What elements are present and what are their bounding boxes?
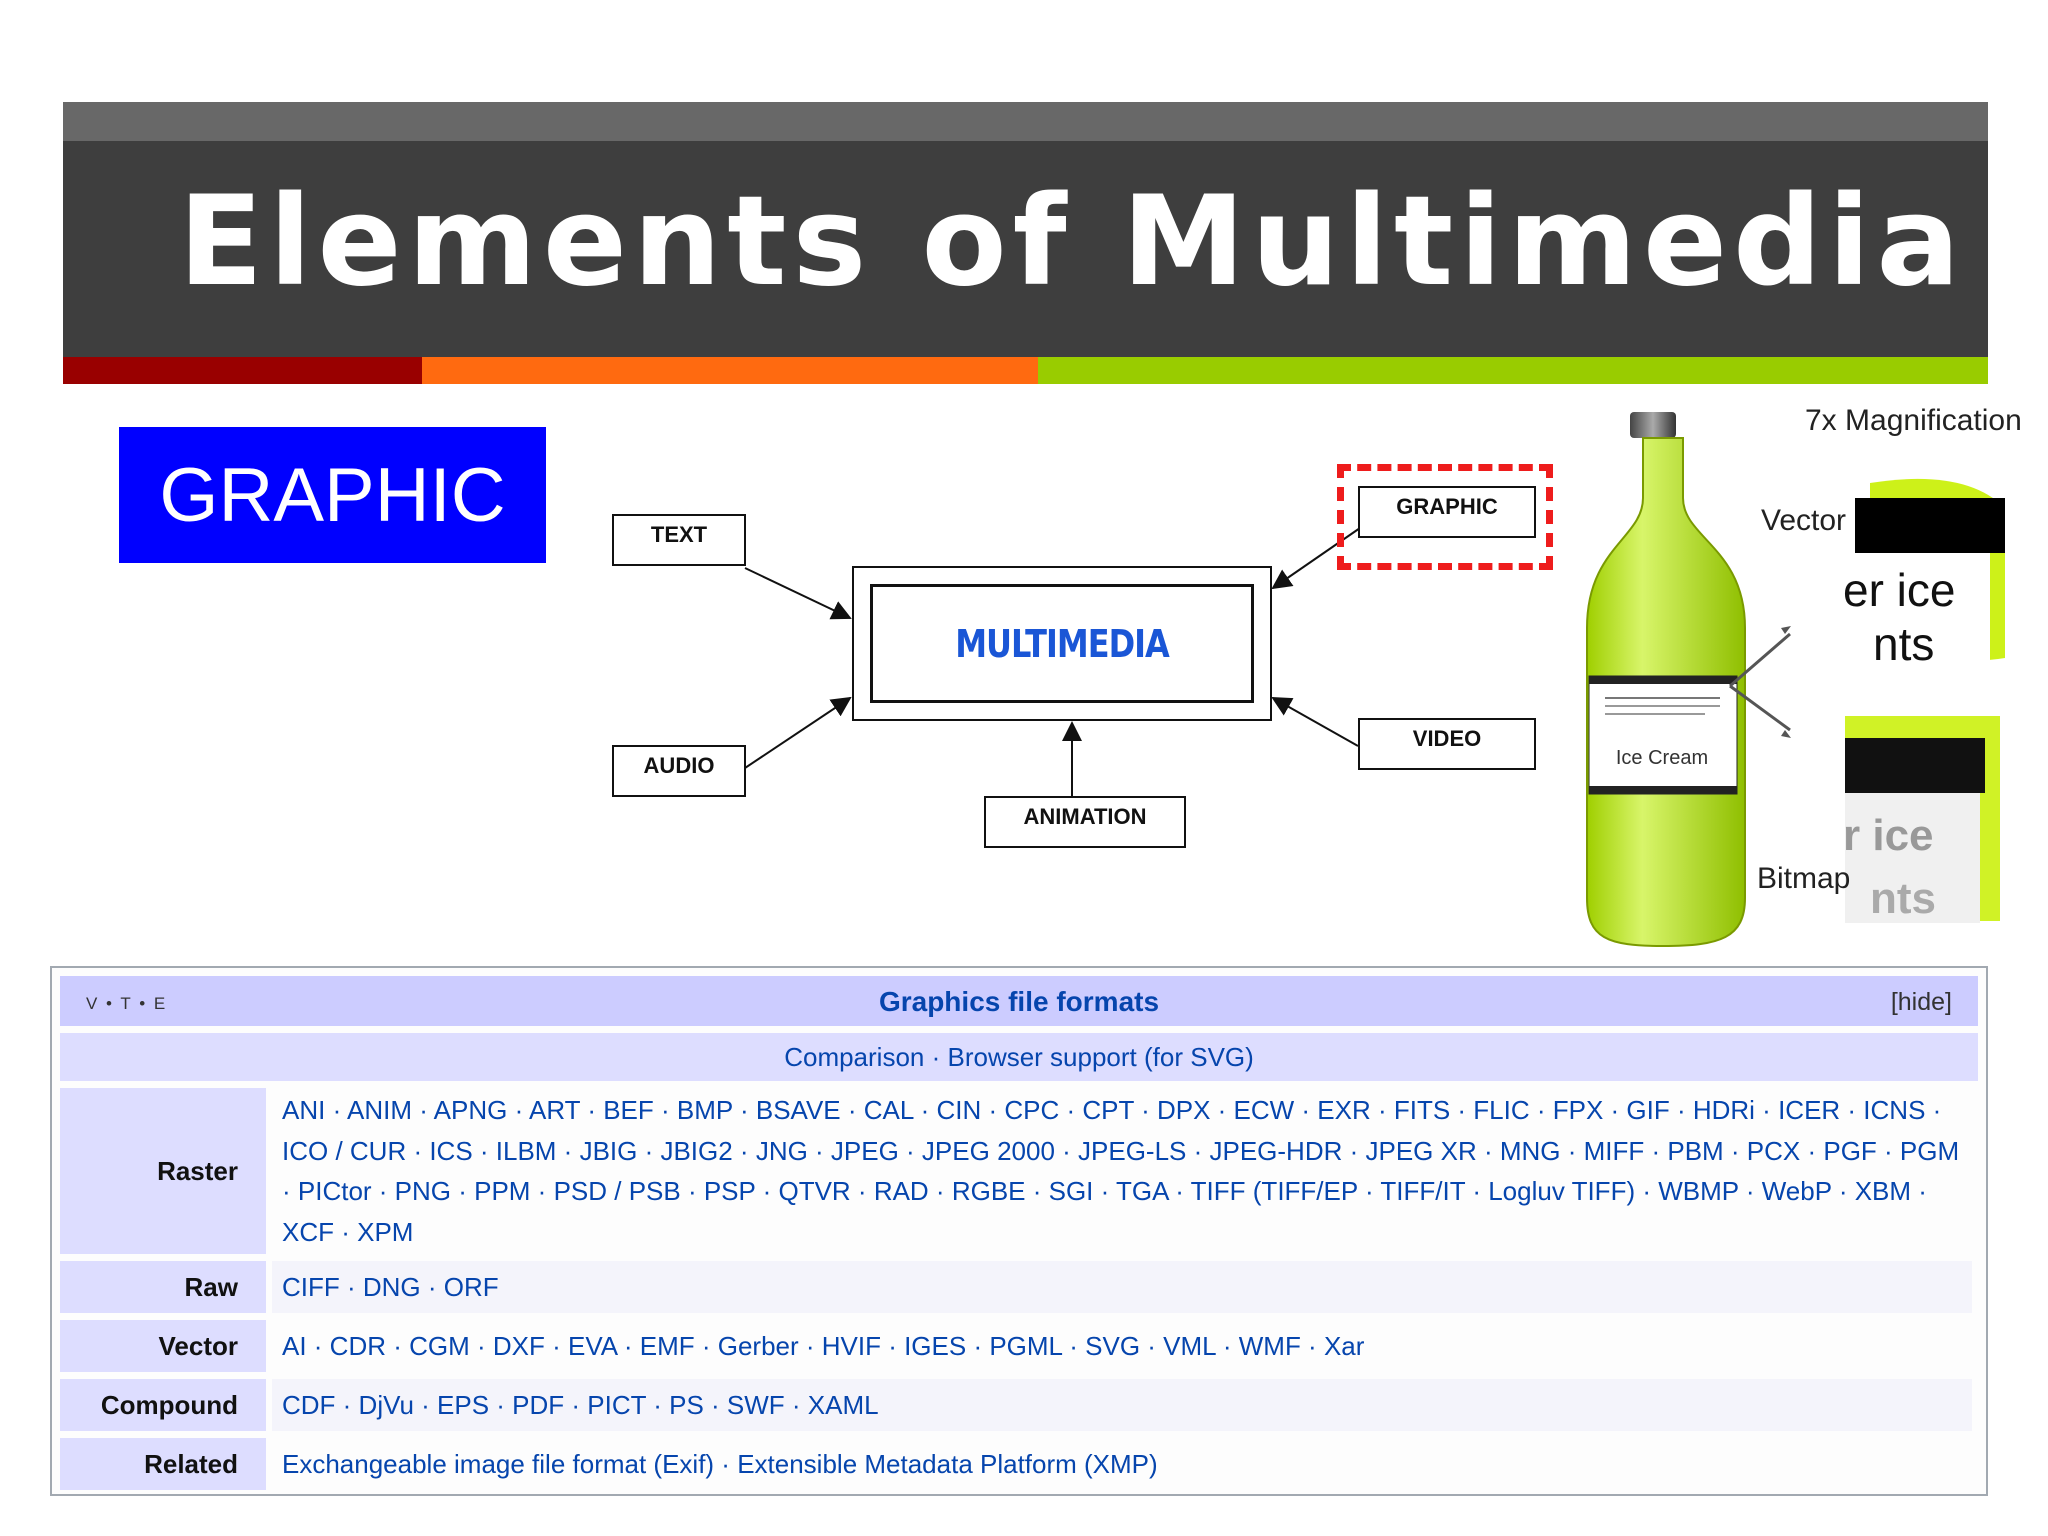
title-bar: Elements of Multimedia — [63, 102, 1988, 357]
arrow-video — [1271, 697, 1359, 747]
multimedia-diagram: TEXT AUDIO ANIMATION VIDEO GRAPHIC MULTI… — [600, 440, 1580, 860]
accent-stripe-green — [1038, 357, 1988, 384]
vector-label: Vector — [1761, 504, 1847, 537]
navbox-vte-links[interactable]: V • T • E — [86, 994, 168, 1013]
node-graphic: GRAPHIC — [1358, 486, 1536, 538]
node-video: VIDEO — [1358, 718, 1536, 770]
group-vector-label: Vector — [60, 1320, 266, 1372]
navbox-header: V • T • E Graphics file formats [hide] — [60, 976, 1978, 1026]
node-multimedia: MULTIMEDIA — [852, 566, 1272, 721]
navbox-subtitle[interactable]: Comparison · Browser support (for SVG) — [60, 1033, 1978, 1081]
group-vector-list[interactable]: AI · CDR · CGM · DXF · EVA · EMF · Gerbe… — [282, 1331, 1365, 1361]
navbox-title[interactable]: Graphics file formats — [878, 986, 1160, 1017]
multimedia-label: MULTIMEDIA — [955, 620, 1170, 667]
slide-title: Elements of Multimedia — [178, 170, 1966, 314]
arrow-text — [744, 567, 852, 620]
group-related-list[interactable]: Exchangeable image file format (Exif) · … — [282, 1449, 1158, 1479]
node-multimedia-inner: MULTIMEDIA — [870, 584, 1254, 703]
bottle-label: Ice Cream — [1616, 747, 1708, 769]
group-compound-label: Compound — [60, 1379, 266, 1431]
vector-bitmap-illustration: Ice Cream er ice nts r ice nts 7x Magnif… — [1585, 398, 2035, 958]
group-related-label: Related — [60, 1438, 266, 1490]
arrow-graphic — [1271, 527, 1361, 590]
navbox-hide-toggle[interactable]: [hide] — [1890, 988, 1952, 1016]
graphics-formats-navbox: V • T • E Graphics file formats [hide] C… — [50, 966, 1988, 1496]
bottle-icon: Ice Cream er ice nts r ice nts — [1586, 412, 2010, 948]
group-raw-list[interactable]: CIFF · DNG · ORF — [272, 1261, 1972, 1313]
group-compound-list[interactable]: CDF · DjVu · EPS · PDF · PICT · PS · SWF… — [272, 1379, 1972, 1431]
group-raw-label[interactable]: Raw — [60, 1261, 266, 1313]
title-bar-top — [63, 102, 1988, 141]
graphic-label-box: GRAPHIC — [119, 427, 546, 563]
group-raster-list[interactable]: ANI · ANIM · APNG · ART · BEF · BMP · BS… — [282, 1095, 1960, 1247]
graphic-highlight — [1337, 464, 1553, 570]
diagram-arrows — [744, 527, 1361, 798]
magnification-label: 7x Magnification — [1805, 404, 2022, 437]
group-raster-label[interactable]: Raster — [60, 1088, 266, 1254]
node-audio: AUDIO — [612, 745, 746, 797]
bitmap-crop-text-2: nts — [1870, 874, 1936, 923]
bitmap-crop-text: r ice — [1843, 811, 1934, 860]
vector-crop-text-2: nts — [1873, 618, 1934, 670]
vector-crop-text: er ice — [1843, 564, 1955, 616]
node-text: TEXT — [612, 514, 746, 566]
node-animation: ANIMATION — [984, 796, 1186, 848]
accent-stripe-red — [63, 357, 422, 384]
arrow-audio — [744, 696, 852, 769]
bitmap-label: Bitmap — [1757, 862, 1851, 895]
accent-stripe-orange — [422, 357, 1038, 384]
